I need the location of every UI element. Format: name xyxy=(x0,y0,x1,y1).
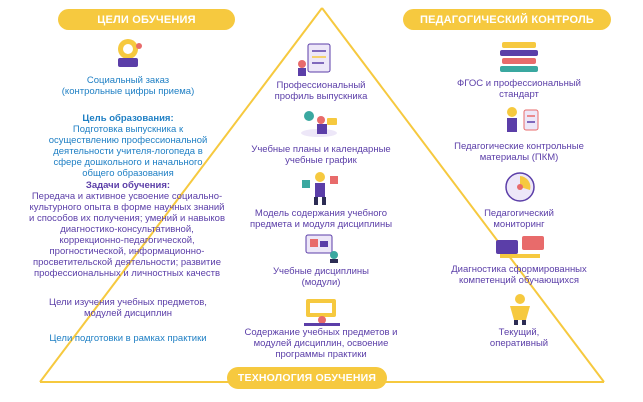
content-illustration xyxy=(300,295,344,327)
social-order-illustration xyxy=(110,38,146,68)
profile-text: Профессиональный профиль выпускника xyxy=(274,80,368,102)
current-text: Текущий, оперативный xyxy=(489,327,549,349)
model-illustration xyxy=(298,170,342,206)
subject-goals-text: Цели изучения учебных предметов, модулей… xyxy=(49,297,207,319)
monitoring-text: Педагогический мониторинг xyxy=(484,208,554,230)
plans-illustration xyxy=(297,108,341,138)
pkm-illustration xyxy=(496,104,542,138)
tasks-text: Передача и активное усвоение социально-к… xyxy=(29,191,225,279)
disciplines-illustration xyxy=(298,233,342,263)
plans-text: Учебные планы и календарные учебные граф… xyxy=(251,144,391,166)
fgos-illustration xyxy=(496,38,542,74)
fgos-text: ФГОС и профессиональный стандарт xyxy=(457,78,581,100)
current-illustration xyxy=(500,292,540,326)
edu-goal-title: Цель образования: xyxy=(82,113,174,124)
goals-header: ЦЕЛИ ОБУЧЕНИЯ xyxy=(58,9,235,30)
tasks-title: Задачи обучения: xyxy=(85,180,171,191)
diagnostics-text: Диагностика сформированных компетенций о… xyxy=(451,264,587,286)
edu-goal-text: Подготовка выпускника к осуществлению пр… xyxy=(48,124,208,179)
control-header: ПЕДАГОГИЧЕСКИЙ КОНТРОЛЬ xyxy=(403,9,611,30)
model-text: Модель содержания учебного предмета и мо… xyxy=(249,208,393,230)
monitoring-illustration xyxy=(498,170,542,204)
pkm-text: Педагогические контрольные материалы (ПК… xyxy=(454,141,584,163)
content-text: Содержание учебных предметов и модулей д… xyxy=(244,327,398,360)
technology-header: ТЕХНОЛОГИЯ ОБУЧЕНИЯ xyxy=(227,367,387,389)
practice-goals-text: Цели подготовки в рамках практики xyxy=(49,333,207,344)
social-order-text: Социальный заказ (контрольные цифры прие… xyxy=(61,75,195,97)
disciplines-text: Учебные дисциплины (модули) xyxy=(272,266,370,288)
profile-illustration xyxy=(296,42,340,76)
diagnostics-illustration xyxy=(492,232,548,262)
